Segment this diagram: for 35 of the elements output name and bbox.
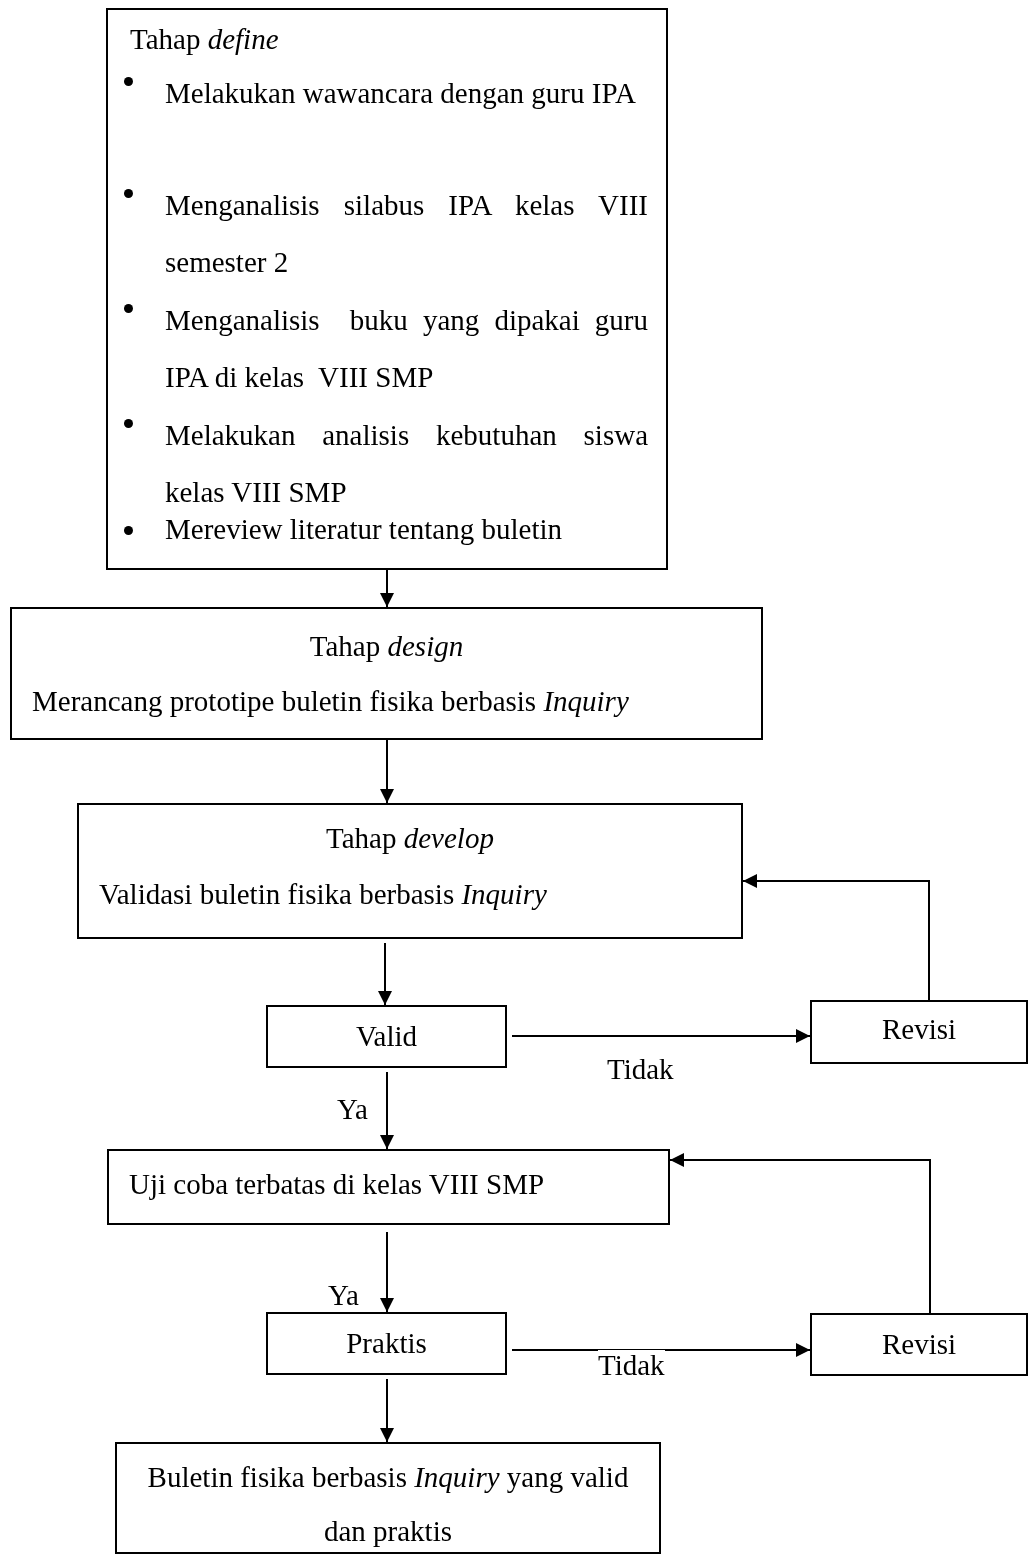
process-box bbox=[77, 803, 743, 939]
arrow bbox=[380, 1378, 394, 1443]
arrow bbox=[380, 1071, 394, 1150]
step-text: Revisi bbox=[880, 1329, 958, 1359]
stage-heading: Tahap develop bbox=[325, 823, 495, 853]
step-text: Uji coba terbatas di kelas VIII SMP bbox=[129, 1169, 546, 1199]
process-box bbox=[106, 8, 668, 570]
arrow bbox=[380, 569, 394, 608]
process-box bbox=[115, 1442, 661, 1554]
process-box bbox=[10, 607, 763, 740]
process-box bbox=[810, 1313, 1028, 1376]
arrow bbox=[380, 1231, 394, 1313]
arrow bbox=[742, 874, 930, 1001]
list-item: Melakukan analisis kebutuhan siswa kelas VIII SMP bbox=[165, 418, 648, 510]
list-item: Mereview literatur tentang buletin bbox=[165, 514, 563, 544]
step-text: Validasi buletin fisika berbasis Inquiry bbox=[99, 879, 548, 909]
process-box bbox=[266, 1312, 507, 1375]
stage-heading: Tahap design bbox=[308, 631, 465, 661]
step-text: Revisi bbox=[880, 1014, 958, 1044]
list-item: Menganalisis silabus IPA kelas VIII semester 2 bbox=[165, 188, 648, 280]
arrow bbox=[511, 1029, 811, 1043]
step-text: Merancang prototipe buletin fisika berbasis Inquiry bbox=[32, 686, 630, 716]
arrow bbox=[380, 739, 394, 804]
arrow bbox=[378, 942, 392, 1006]
step-text: Valid bbox=[354, 1021, 419, 1051]
process-box bbox=[810, 1000, 1028, 1064]
list-item: Melakukan wawancara dengan guru IPA bbox=[165, 76, 637, 111]
step-text: Praktis bbox=[345, 1328, 428, 1358]
arrow bbox=[669, 1153, 931, 1314]
arrow bbox=[511, 1343, 811, 1357]
step-text: Buletin fisika berbasis Inquiry yang valid dan praktis bbox=[146, 1460, 630, 1549]
process-box bbox=[266, 1005, 507, 1068]
process-box bbox=[107, 1149, 670, 1225]
list-item: Menganalisis buku yang dipakai guru IPA di kelas VIII SMP bbox=[165, 303, 648, 395]
stage-heading: Tahap define bbox=[130, 24, 280, 54]
